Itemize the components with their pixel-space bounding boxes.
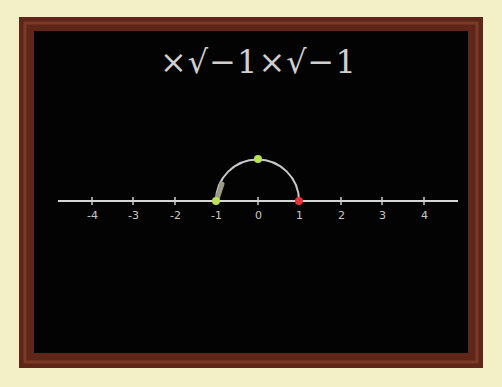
- tick-label: 1: [296, 209, 303, 222]
- tick-label: -1: [211, 209, 222, 222]
- board-surface: [34, 31, 468, 353]
- tick-label: 3: [379, 209, 386, 222]
- point-one: [295, 197, 303, 205]
- rotation-arc: [216, 159, 299, 201]
- tick-label: -3: [128, 209, 139, 222]
- point-i: [254, 155, 262, 163]
- tick-label: 4: [421, 209, 428, 222]
- chalk-stroke: [217, 184, 222, 199]
- frame-bevel: [25, 23, 477, 362]
- point-minus-one: [212, 197, 220, 205]
- tick-label: 0: [255, 209, 262, 222]
- equation-title: ×√−1×√−1: [160, 43, 357, 81]
- tick-label: -4: [87, 209, 98, 222]
- tick-marks: [92, 197, 424, 205]
- wooden-frame: [19, 17, 483, 368]
- tick-label: 2: [338, 209, 345, 222]
- tick-label: -2: [170, 209, 181, 222]
